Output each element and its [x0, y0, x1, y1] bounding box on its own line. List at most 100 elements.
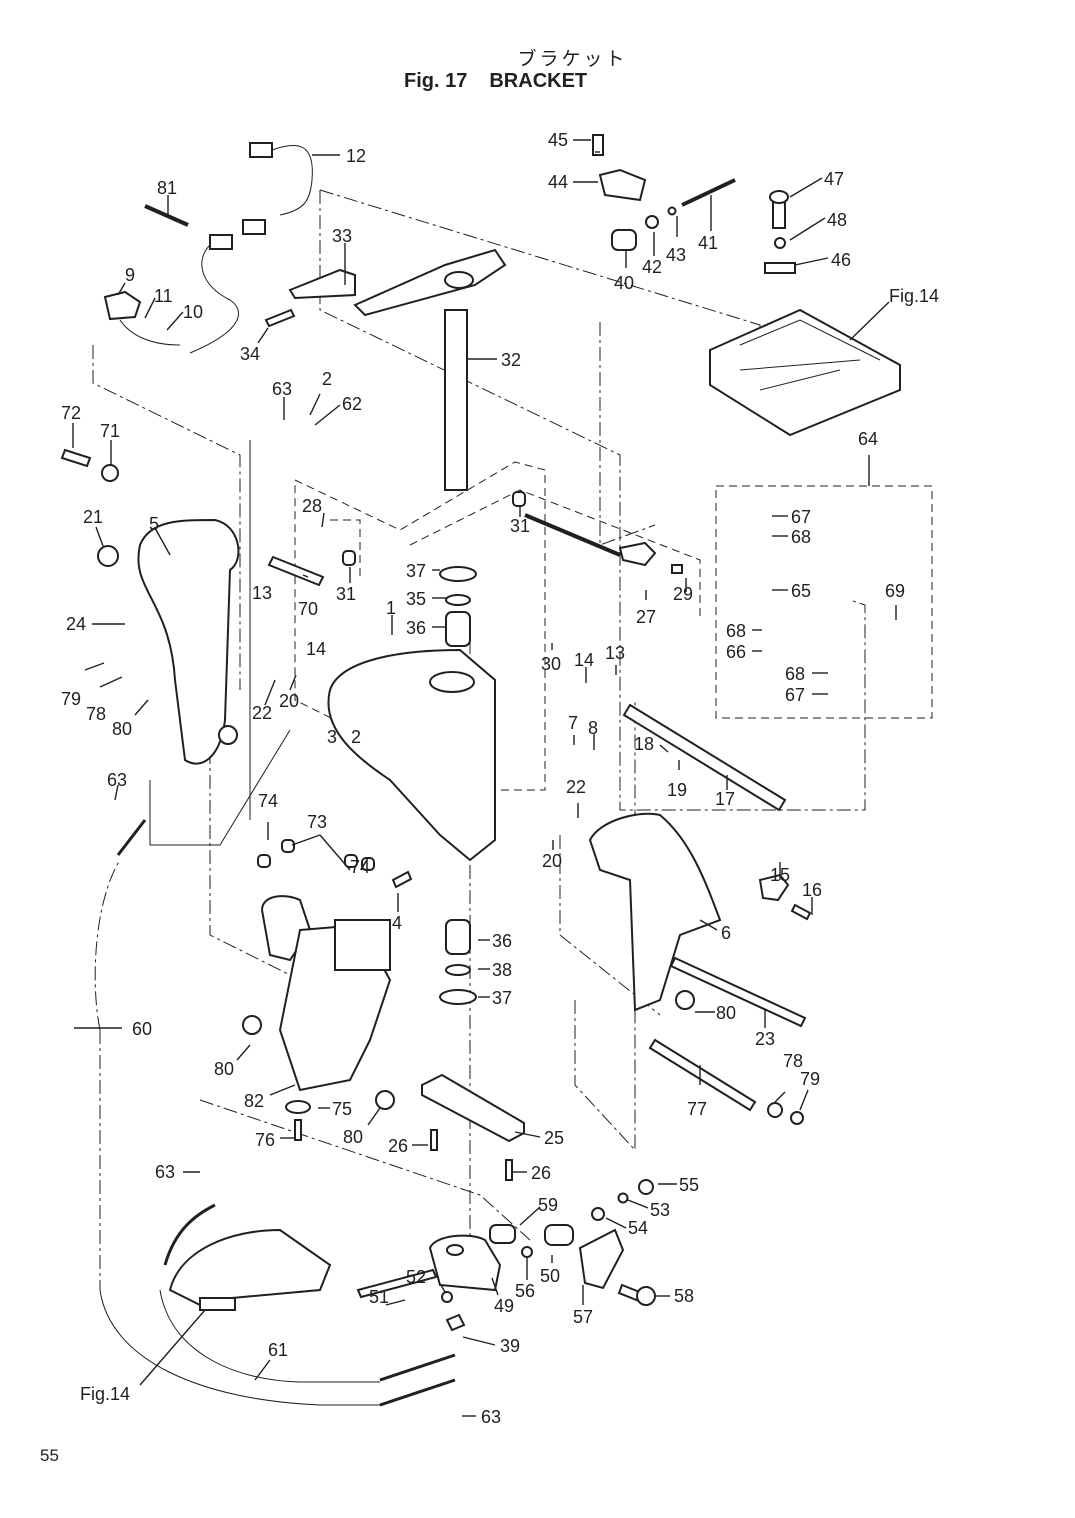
callout-60: 60 — [132, 1019, 153, 1039]
callout-21: 21 — [83, 507, 104, 527]
callout-68: 68 — [785, 664, 806, 684]
callout-79: 79 — [800, 1069, 821, 1089]
callout-41: 41 — [698, 233, 719, 253]
callout-78: 78 — [86, 704, 107, 724]
callout-31: 31 — [336, 584, 357, 604]
callout-80: 80 — [716, 1003, 737, 1023]
callout-1: 1 — [386, 598, 397, 618]
callout-9: 9 — [125, 265, 136, 285]
callout-43: 43 — [666, 245, 687, 265]
callout-77: 77 — [687, 1099, 708, 1119]
callout-7: 7 — [568, 713, 579, 733]
callout-13: 13 — [252, 583, 273, 603]
callout-20: 20 — [279, 691, 300, 711]
callout-58: 58 — [674, 1286, 695, 1306]
callout-65: 65 — [791, 581, 812, 601]
callout-25: 25 — [544, 1128, 565, 1148]
callout-63: 63 — [155, 1162, 176, 1182]
figure-number: Fig. 17 — [404, 70, 468, 92]
callout-63: 63 — [272, 379, 293, 399]
page-number: 55 — [40, 1446, 59, 1465]
callout-5: 5 — [149, 514, 160, 534]
callout-40: 40 — [614, 273, 635, 293]
callout-10: 10 — [183, 302, 204, 322]
callout-33: 33 — [332, 226, 353, 246]
callout-80: 80 — [343, 1127, 364, 1147]
callout-37: 37 — [492, 988, 513, 1008]
callout-4: 4 — [392, 913, 403, 933]
callout-36: 36 — [492, 931, 513, 951]
callout-2: 2 — [322, 369, 333, 389]
callout-30: 30 — [541, 654, 562, 674]
reference-fig14-bottom: Fig.14 — [80, 1384, 131, 1404]
callout-26: 26 — [531, 1163, 552, 1183]
figure-title-english: BRACKET — [489, 70, 588, 92]
callout-37: 37 — [406, 561, 427, 581]
callout-52: 52 — [406, 1267, 427, 1287]
callout-45: 45 — [548, 130, 569, 150]
callout-17: 17 — [715, 789, 736, 809]
callout-80: 80 — [214, 1059, 235, 1079]
callout-49: 49 — [494, 1296, 515, 1316]
callout-75: 75 — [332, 1099, 353, 1119]
callout-48: 48 — [827, 210, 848, 230]
callout-61: 61 — [268, 1340, 289, 1360]
callout-68: 68 — [726, 621, 747, 641]
callout-68: 68 — [791, 527, 812, 547]
callout-80: 80 — [112, 719, 133, 739]
callout-82: 82 — [244, 1091, 265, 1111]
callout-59: 59 — [538, 1195, 559, 1215]
callout-73: 73 — [307, 812, 328, 832]
callout-74: 74 — [258, 791, 279, 811]
callout-50: 50 — [540, 1266, 561, 1286]
callout-19: 19 — [667, 780, 688, 800]
callout-24: 24 — [66, 614, 87, 634]
callout-46: 46 — [831, 250, 852, 270]
callout-63: 63 — [481, 1407, 502, 1427]
reference-fig14-top: Fig.14 — [889, 286, 940, 306]
callout-62: 62 — [342, 394, 363, 414]
callout-34: 34 — [240, 344, 261, 364]
callout-31: 31 — [510, 516, 531, 536]
callout-leader-lines — [72, 139, 897, 1417]
kit-box-64 — [715, 455, 933, 719]
figure-title-japanese: ブラケット — [517, 48, 628, 70]
callout-71: 71 — [100, 421, 121, 441]
callout-66: 66 — [726, 642, 747, 662]
callout-42: 42 — [642, 257, 663, 277]
callout-6: 6 — [721, 923, 732, 943]
callout-36: 36 — [406, 618, 427, 638]
callout-67: 67 — [791, 507, 812, 527]
callout-13: 13 — [605, 643, 626, 663]
callout-54: 54 — [628, 1218, 649, 1238]
callout-70: 70 — [298, 599, 319, 619]
callout-38: 38 — [492, 960, 513, 980]
callout-72: 72 — [61, 403, 82, 423]
callout-32: 32 — [501, 350, 522, 370]
callout-35: 35 — [406, 589, 427, 609]
callout-3: 3 — [327, 727, 338, 747]
callout-18: 18 — [634, 734, 655, 754]
callout-53: 53 — [650, 1200, 671, 1220]
callout-64: 64 — [858, 429, 879, 449]
callout-78: 78 — [783, 1051, 804, 1071]
callout-39: 39 — [500, 1336, 521, 1356]
callout-47: 47 — [824, 169, 845, 189]
callout-63: 63 — [107, 770, 128, 790]
callout-2: 2 — [351, 727, 362, 747]
assembly-guide-lines — [92, 189, 866, 1406]
callout-8: 8 — [588, 718, 599, 738]
part-shapes — [60, 134, 901, 1407]
callout-44: 44 — [548, 172, 569, 192]
callout-20: 20 — [542, 851, 563, 871]
callout-11: 11 — [154, 286, 173, 306]
callout-12: 12 — [346, 146, 367, 166]
callout-76: 76 — [255, 1130, 276, 1150]
callout-74: 74 — [350, 857, 371, 877]
callout-67: 67 — [785, 685, 806, 705]
callout-69: 69 — [885, 581, 906, 601]
callout-28: 28 — [302, 496, 323, 516]
callout-22: 22 — [252, 703, 273, 723]
figure-title: Fig. 17 BRACKET — [404, 70, 609, 93]
